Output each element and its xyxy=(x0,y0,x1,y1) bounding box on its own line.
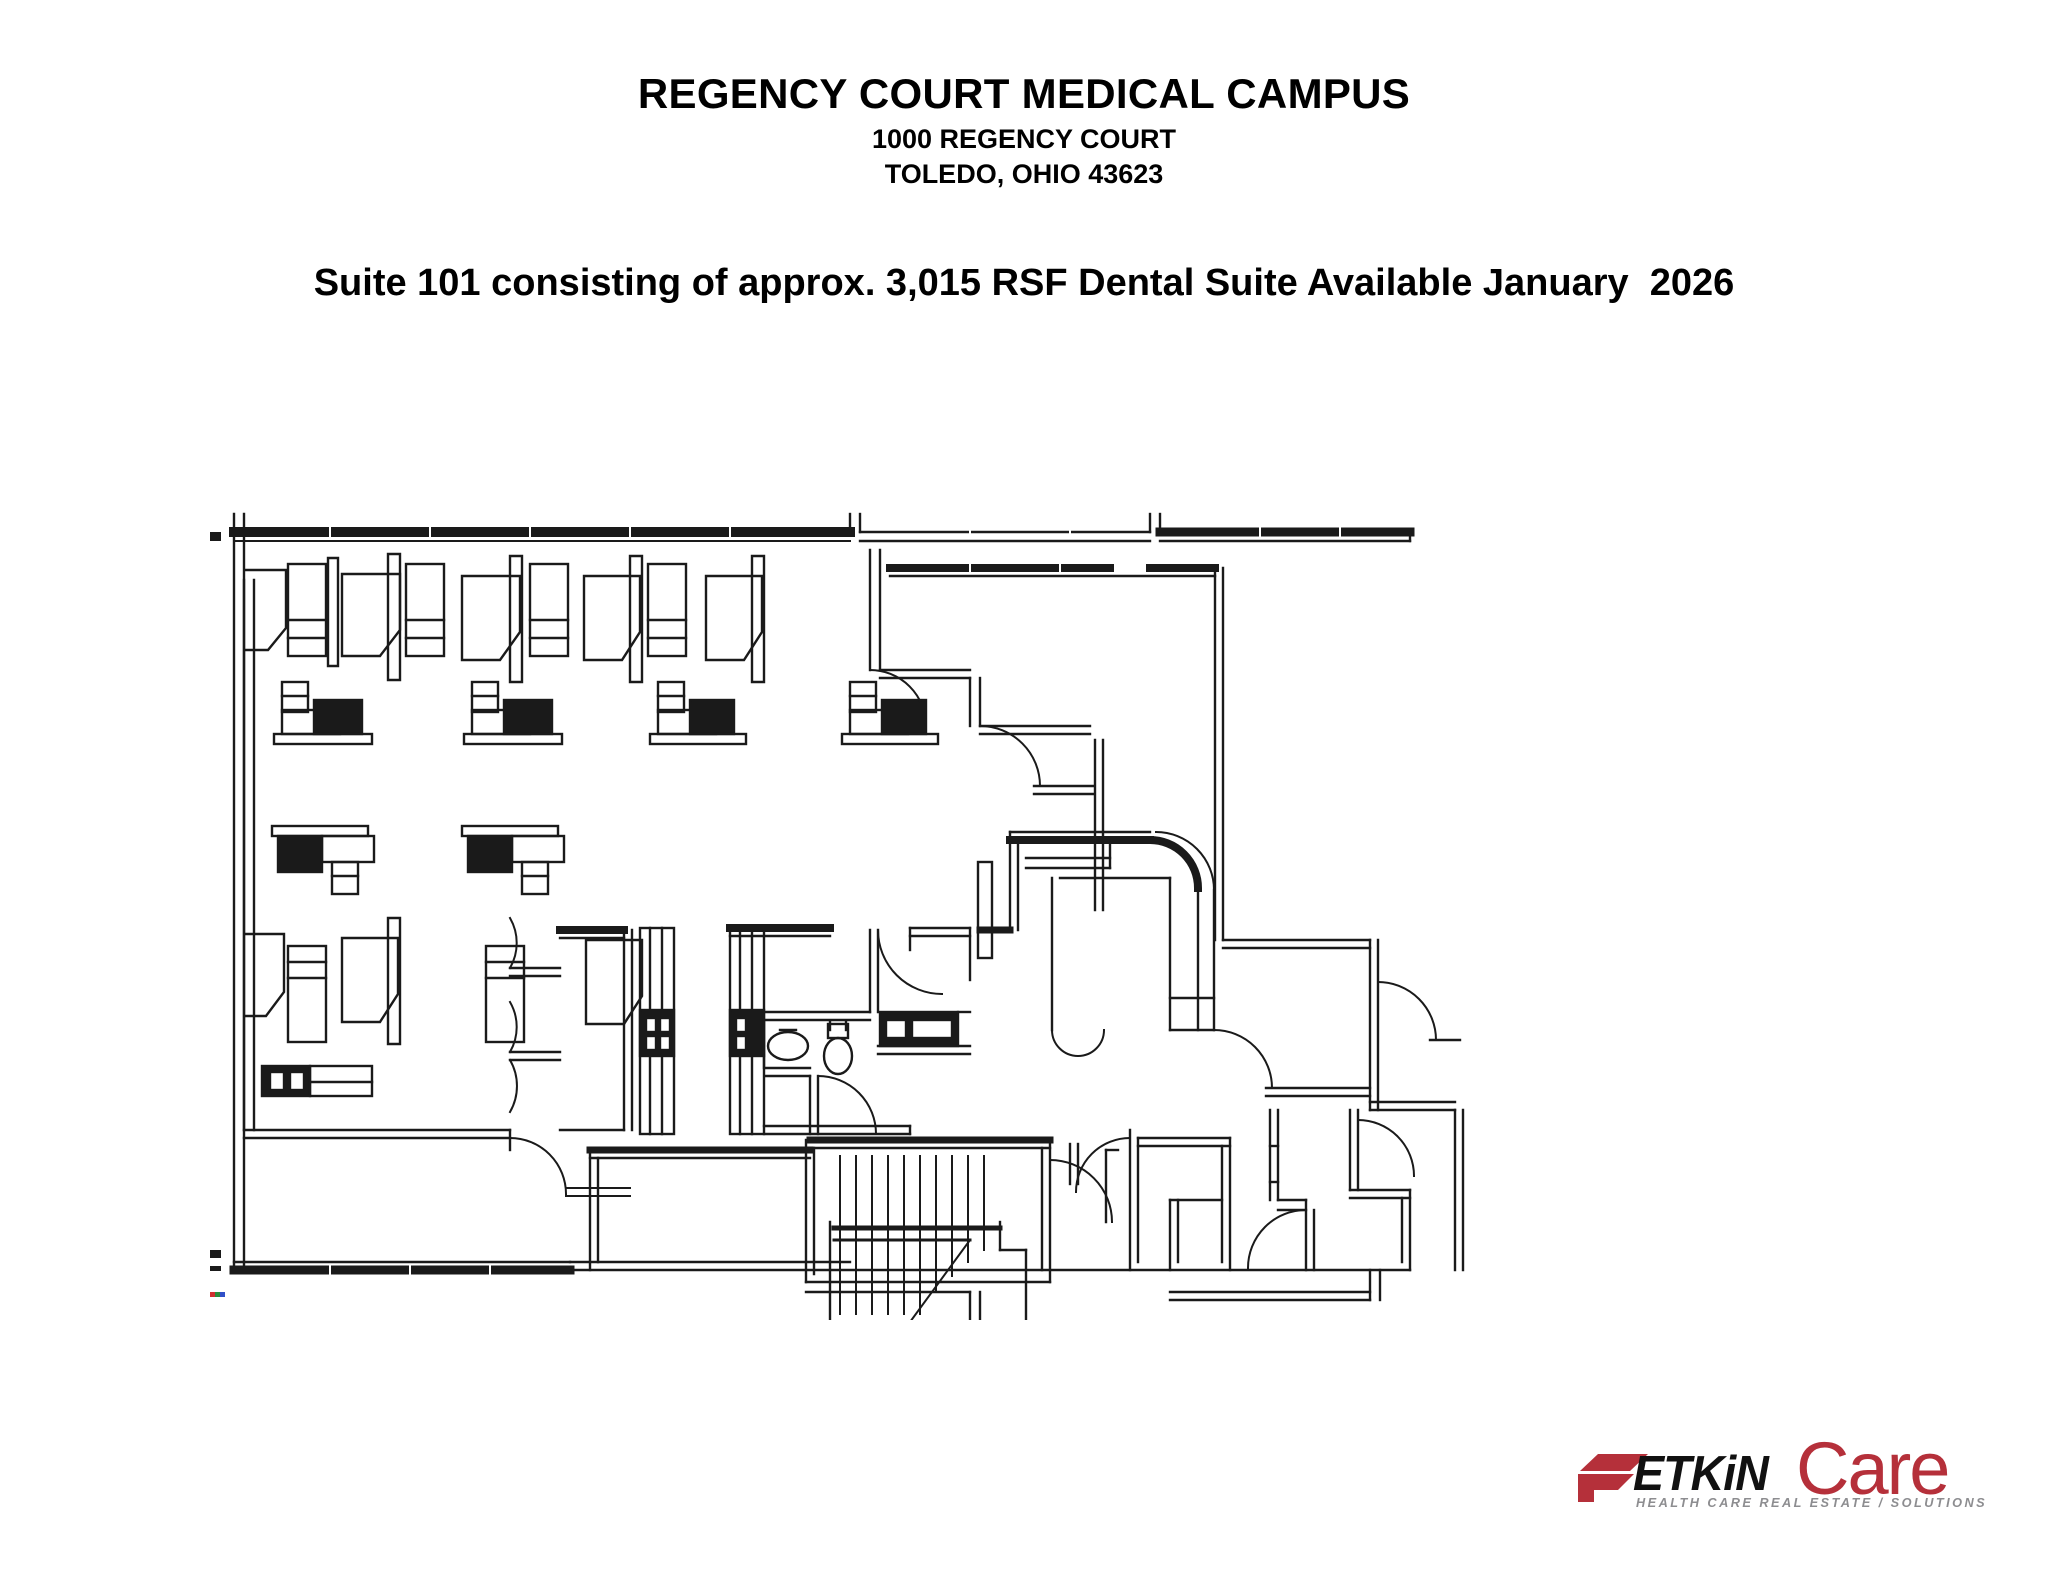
floor-plan-svg xyxy=(210,512,1465,1320)
dental-chair xyxy=(528,562,570,658)
color-swatch-mark xyxy=(210,1292,225,1297)
sterilization-room xyxy=(508,916,676,1136)
operatory-partition xyxy=(460,554,524,684)
operatory-partition xyxy=(584,938,644,1026)
etkin-care-logo: ETKiN Care HEALTH CARE REAL ESTATE / SOL… xyxy=(1578,1427,1985,1537)
document-header: REGENCY COURT MEDICAL CAMPUS 1000 REGENC… xyxy=(0,70,2048,192)
operatory-cabinet xyxy=(462,680,564,746)
stairwell xyxy=(586,1136,1120,1320)
floor-plan-drawing xyxy=(210,510,1820,1320)
hygiene-cabinet xyxy=(270,824,376,896)
dental-chair xyxy=(646,562,688,658)
operatory-zone xyxy=(242,552,940,1152)
operatory-partition xyxy=(340,916,402,1046)
dental-chair xyxy=(286,562,328,658)
operatory-cabinet xyxy=(648,680,748,746)
operatory-cabinet xyxy=(840,680,940,746)
logo-tagline: HEALTH CARE REAL ESTATE / SOLUTIONS xyxy=(1636,1496,1988,1510)
perimeter-walls xyxy=(229,512,1415,1302)
hygiene-cabinet xyxy=(460,824,566,896)
operatory-partition xyxy=(244,556,340,668)
operatory-partition xyxy=(704,554,766,684)
page-title: REGENCY COURT MEDICAL CAMPUS xyxy=(637,70,1411,117)
logo-brand-primary: ETKiN xyxy=(1633,1447,1769,1501)
reception-zone xyxy=(908,724,1372,1136)
door-swings xyxy=(508,668,928,1197)
etkin-chevron-icon xyxy=(1578,1454,1648,1502)
bottom-right-rooms xyxy=(1068,980,1462,1272)
dental-chair xyxy=(286,944,328,1044)
dental-chair xyxy=(484,944,526,1044)
operatory-cabinet xyxy=(272,680,374,746)
dental-chair xyxy=(404,562,446,658)
registration-marks xyxy=(210,532,221,1271)
logo-brand-secondary: Care xyxy=(1796,1427,1950,1510)
restroom xyxy=(726,924,912,1136)
stair-treads xyxy=(839,1155,985,1315)
lab-casework xyxy=(260,1064,374,1098)
operatory-partition xyxy=(582,554,644,684)
address-line-2: TOLEDO, OHIO 43623 xyxy=(884,159,1164,190)
door-swings-core xyxy=(876,926,972,996)
sterilization-casework xyxy=(876,1010,972,1056)
demising-walls xyxy=(868,548,1465,1272)
reception-desk xyxy=(976,830,1216,1057)
operatory-partition xyxy=(244,932,286,1018)
suite-availability-subtitle: Suite 101 consisting of approx. 3,015 RS… xyxy=(313,262,1735,304)
core-zone xyxy=(508,916,972,1136)
window-mullions xyxy=(329,527,1341,1276)
address-line-1: 1000 REGENCY COURT xyxy=(871,124,1177,155)
operatory-partition xyxy=(340,552,402,682)
